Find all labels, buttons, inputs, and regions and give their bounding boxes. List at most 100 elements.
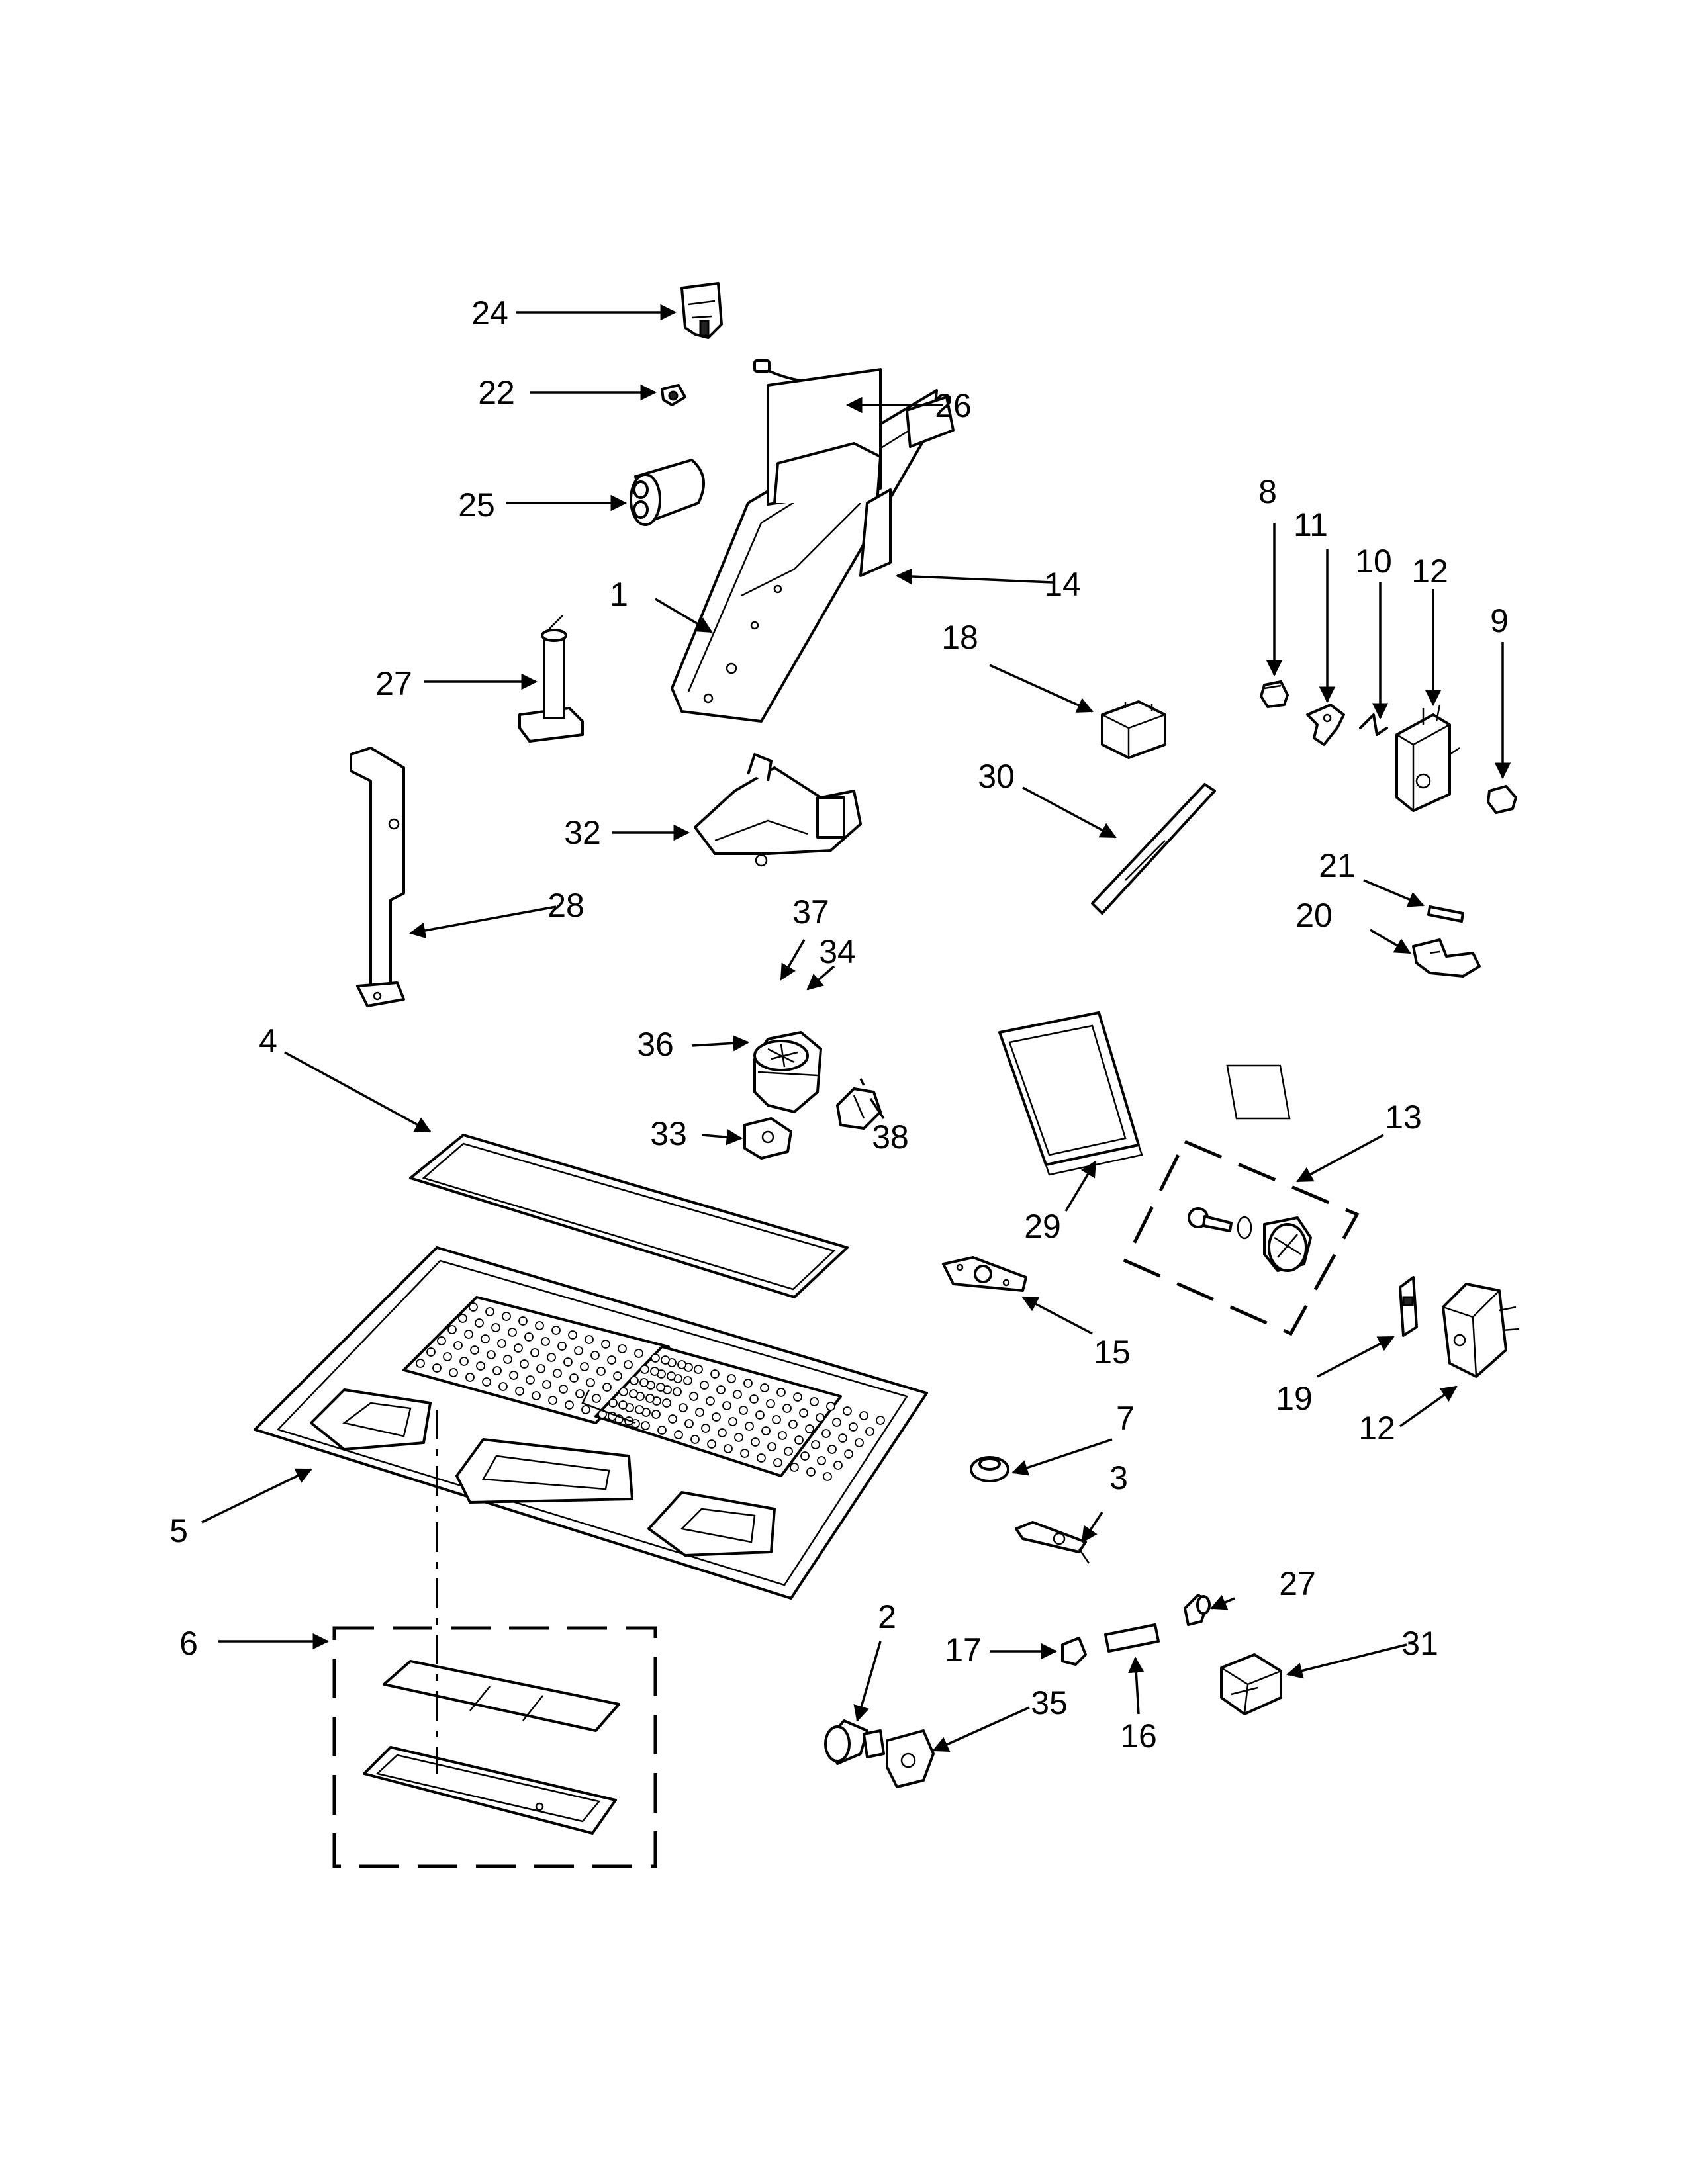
perforation-hole xyxy=(449,1368,458,1377)
callout-2: 2 xyxy=(878,1598,896,1635)
perforation-hole xyxy=(776,1388,786,1397)
perforation-hole xyxy=(574,1346,583,1355)
perforation-hole xyxy=(793,1392,802,1402)
perforation-hole xyxy=(502,1312,511,1321)
perforation-hole xyxy=(630,1376,639,1385)
perforation-hole xyxy=(497,1339,506,1348)
perforation-hole xyxy=(706,1396,715,1406)
perforation-hole xyxy=(690,1435,700,1444)
perforation-hole xyxy=(683,1376,692,1385)
perforation-hole xyxy=(689,1392,698,1401)
perforation-hole xyxy=(602,1383,612,1392)
callout-16: 16 xyxy=(1120,1717,1157,1754)
perforation-hole xyxy=(855,1438,864,1447)
callout-24: 24 xyxy=(471,295,508,332)
callout-3: 3 xyxy=(1109,1459,1128,1496)
perforation-hole xyxy=(859,1411,868,1420)
perforation-hole xyxy=(651,1353,660,1363)
perforation-hole xyxy=(568,1330,577,1340)
callout-29: 29 xyxy=(1024,1208,1061,1245)
perforation-hole xyxy=(482,1377,491,1387)
perforation-hole xyxy=(722,1401,731,1410)
perforation-hole xyxy=(749,1394,759,1404)
perforation-hole xyxy=(701,1424,710,1433)
perforation-hole xyxy=(823,1472,832,1481)
leader-lines xyxy=(201,304,1511,1752)
perforation-hole xyxy=(716,1385,726,1394)
part-27-upper-bracket xyxy=(518,615,584,743)
perforation-hole xyxy=(700,1381,709,1390)
callout-26: 26 xyxy=(935,387,972,424)
perforation-hole xyxy=(481,1334,490,1343)
perforation-hole xyxy=(782,1404,792,1413)
perforation-hole xyxy=(553,1369,562,1378)
perforation-hole xyxy=(492,1366,502,1375)
perforation-hole xyxy=(563,1357,573,1367)
perforation-hole xyxy=(559,1385,568,1394)
callout-35: 35 xyxy=(1031,1684,1068,1721)
callout-32: 32 xyxy=(564,814,601,851)
perforation-hole xyxy=(718,1428,727,1437)
part-6-filter-kit xyxy=(332,1626,657,1868)
perforation-hole xyxy=(551,1326,561,1335)
perforation-hole xyxy=(751,1437,760,1447)
callout-10: 10 xyxy=(1355,543,1392,580)
callout-36: 36 xyxy=(637,1026,674,1063)
perforation-hole xyxy=(640,1365,649,1374)
callout-38: 38 xyxy=(872,1118,909,1156)
callout-5: 5 xyxy=(169,1512,188,1549)
perforation-hole xyxy=(733,1390,742,1399)
perforation-hole xyxy=(526,1375,535,1385)
perforation-hole xyxy=(508,1328,517,1337)
perforation-hole xyxy=(838,1433,847,1443)
perforation-hole xyxy=(520,1359,529,1369)
perforation-hole xyxy=(437,1336,446,1345)
perforation-hole xyxy=(800,1451,810,1461)
part-13-motor-kit xyxy=(1123,1139,1360,1336)
perforation-hole xyxy=(667,1371,676,1381)
part-5-cavity-panel xyxy=(254,1246,928,1600)
perforation-hole xyxy=(743,1379,753,1388)
perforation-hole xyxy=(608,1398,618,1408)
perforation-hole xyxy=(641,1421,650,1430)
perforation-hole xyxy=(757,1453,766,1463)
part-22-small-clip xyxy=(661,384,686,406)
perforation-hole xyxy=(447,1325,457,1334)
perforation-hole xyxy=(806,1467,816,1477)
perforation-hole xyxy=(557,1342,567,1351)
perforation-hole xyxy=(509,1371,518,1380)
perforation-hole xyxy=(524,1332,534,1342)
perforation-hole xyxy=(498,1382,508,1391)
perforation-hole xyxy=(727,1374,736,1383)
perforation-hole xyxy=(487,1350,496,1359)
part-31-bracket xyxy=(1220,1653,1282,1715)
perforation-hole xyxy=(668,1414,677,1424)
perforation-hole xyxy=(514,1343,523,1353)
perforation-hole xyxy=(464,1330,473,1339)
callout-6: 6 xyxy=(179,1625,198,1662)
callout-4: 4 xyxy=(259,1023,277,1060)
callout-22: 22 xyxy=(478,374,515,411)
perforation-hole xyxy=(618,1400,628,1410)
part-35-lamp-holder xyxy=(886,1729,935,1788)
part-3-sensor xyxy=(1015,1521,1090,1564)
part-15-plate xyxy=(942,1256,1027,1292)
part-9-switch xyxy=(1487,785,1517,814)
perforation-hole xyxy=(458,1314,467,1323)
perforation-hole xyxy=(755,1410,765,1420)
perforation-hole xyxy=(491,1323,500,1332)
perforation-hole xyxy=(596,1367,606,1376)
perforation-hole xyxy=(772,1415,781,1424)
callout-27: 27 xyxy=(375,665,412,702)
perforation-hole xyxy=(817,1456,826,1465)
perforation-hole xyxy=(811,1440,820,1449)
perforation-hole xyxy=(799,1408,808,1418)
callout-19: 19 xyxy=(1276,1380,1313,1417)
perforation-hole xyxy=(470,1345,479,1355)
part-33-motor-base xyxy=(743,1117,792,1160)
part-8-switch xyxy=(1260,680,1289,708)
perforation-hole xyxy=(645,1394,655,1403)
perforation-hole xyxy=(592,1394,601,1403)
perforation-hole xyxy=(773,1458,782,1467)
perforation-hole xyxy=(794,1435,804,1445)
